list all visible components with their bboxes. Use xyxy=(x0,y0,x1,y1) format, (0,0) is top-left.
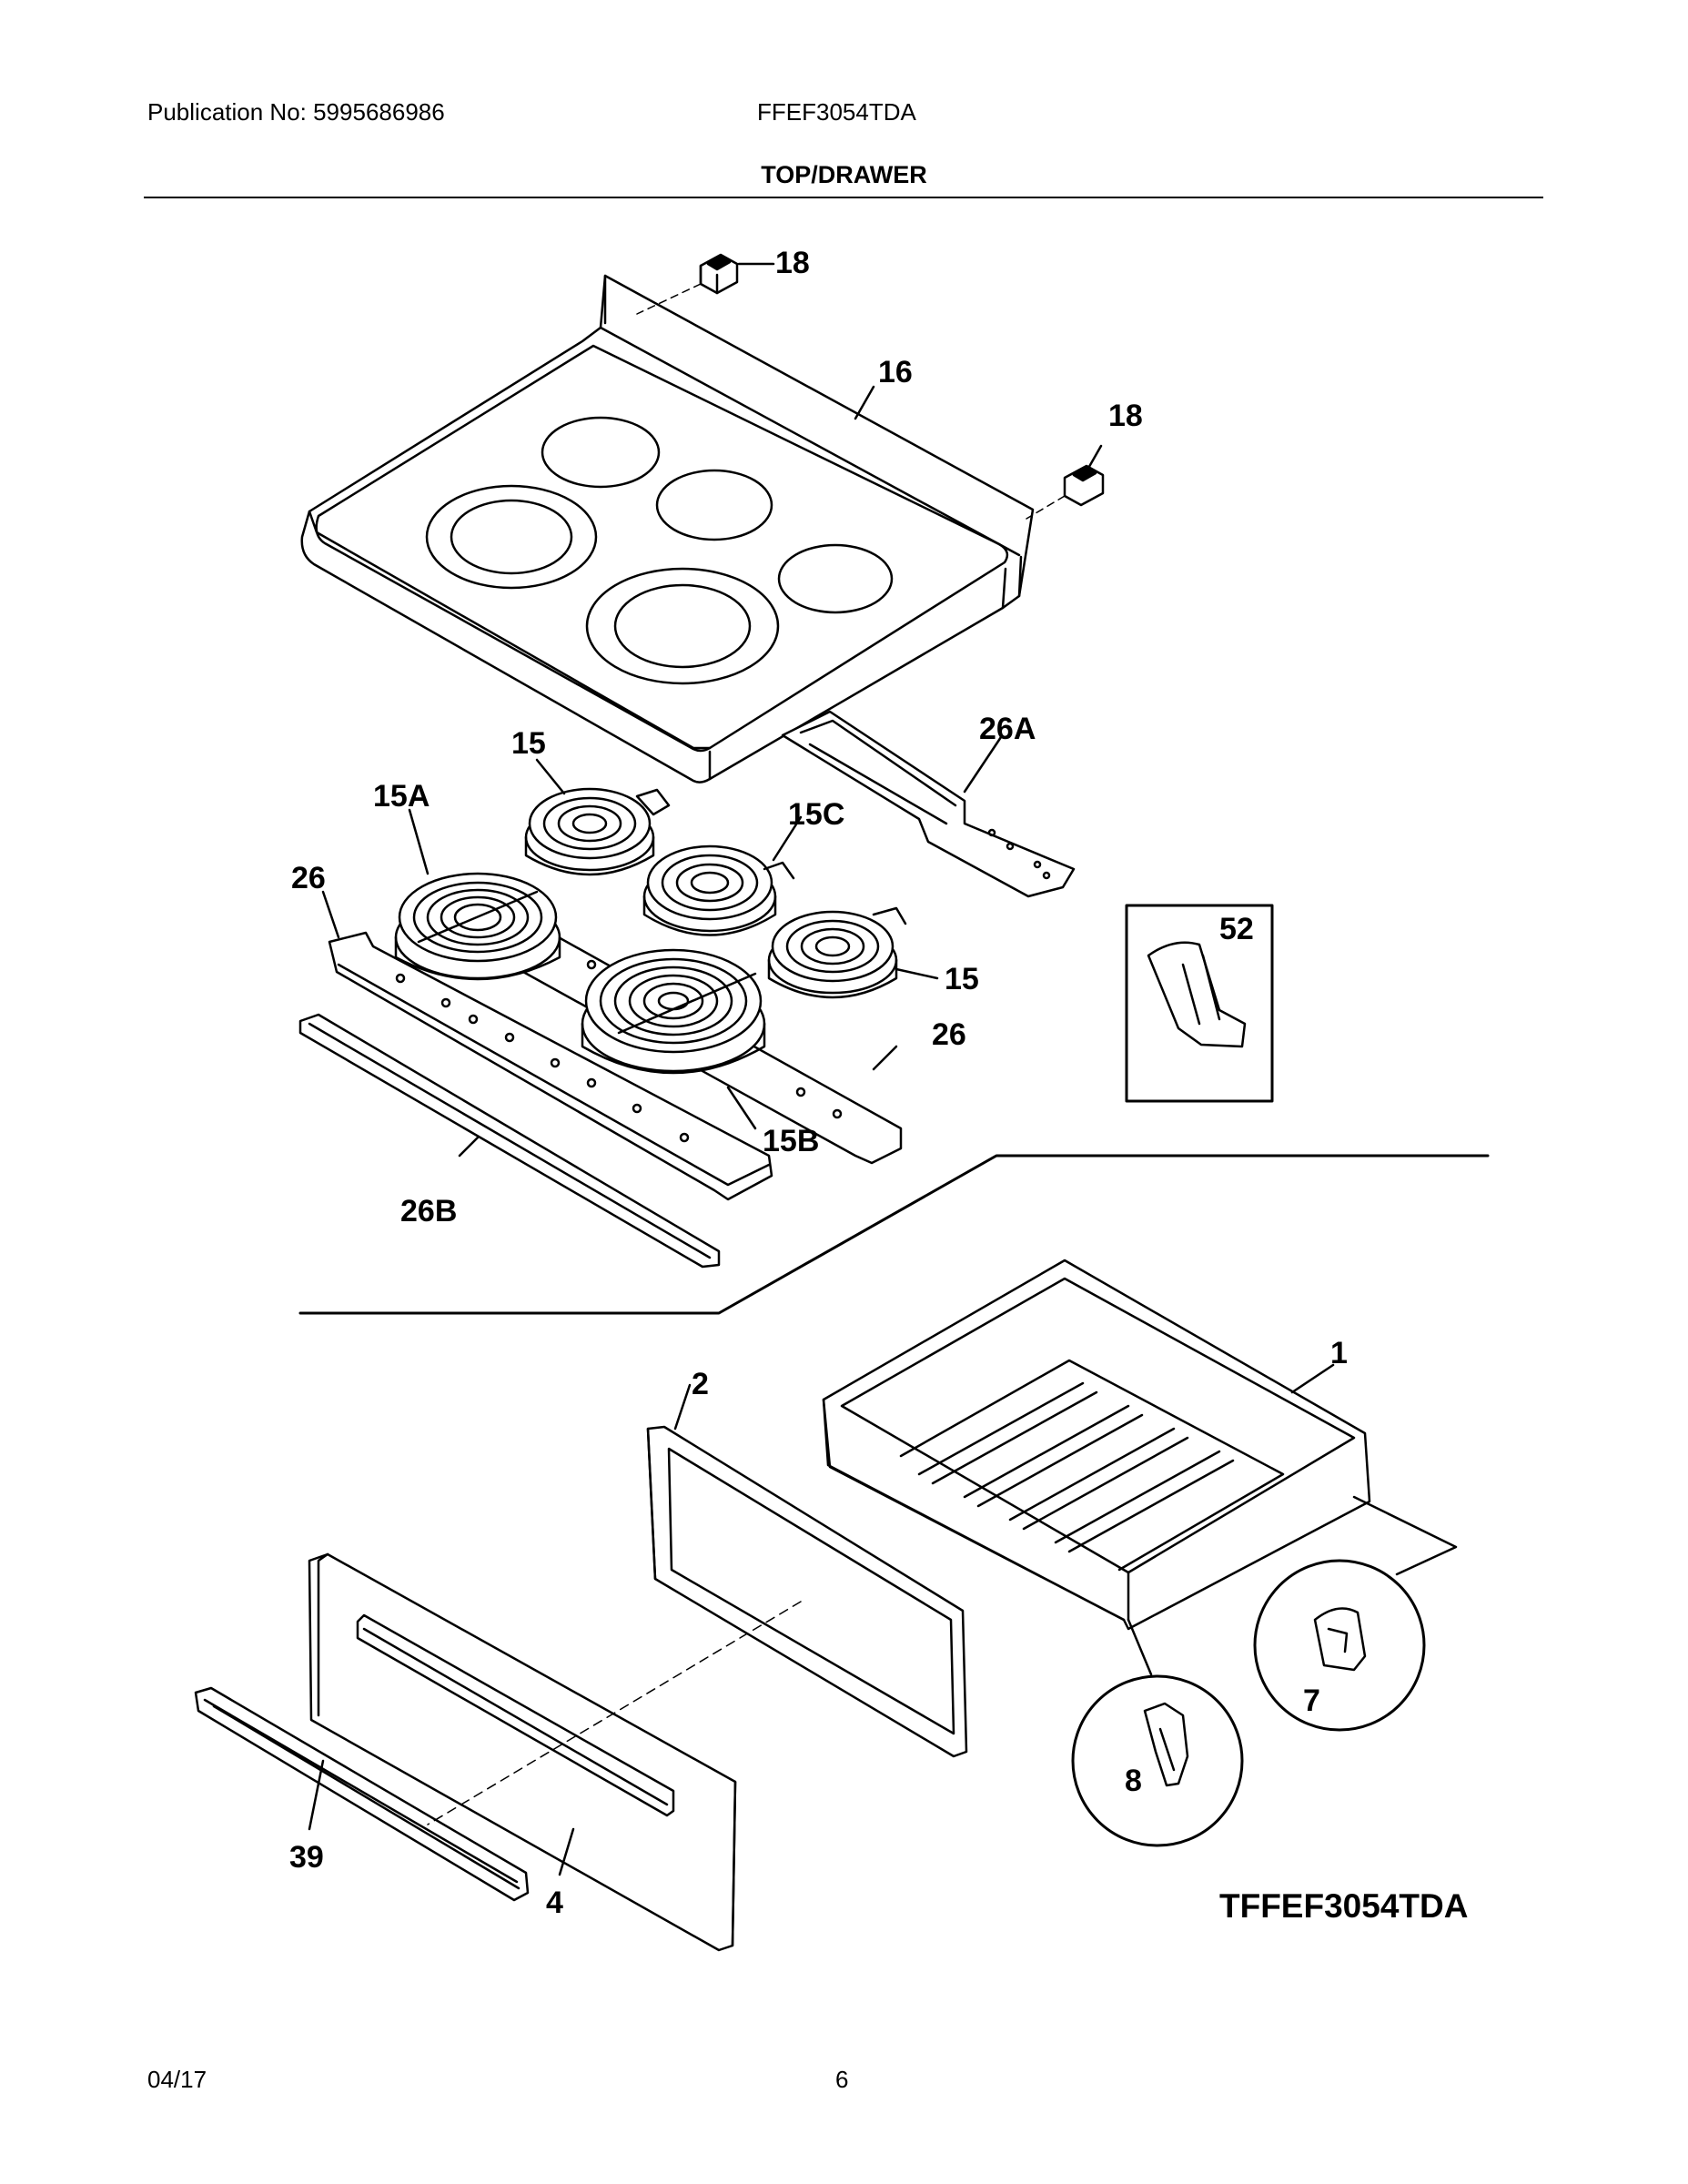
bracket-part-26A xyxy=(781,710,1076,898)
detail-circle-part-7 xyxy=(1253,1559,1426,1732)
inset-part-52 xyxy=(1125,904,1274,1103)
element-part-15B xyxy=(581,948,766,1075)
callout-52: 52 xyxy=(1219,912,1254,946)
drawer-part-1 xyxy=(822,1259,1371,1631)
section-title: TOP/DRAWER xyxy=(761,161,927,188)
footer-date: 04/17 xyxy=(147,2066,207,2093)
element-part-15-rear xyxy=(524,787,671,876)
callout-8: 8 xyxy=(1125,1764,1142,1798)
callout-15-front: 15 xyxy=(945,962,979,996)
element-part-15-front xyxy=(767,906,907,999)
callout-15B: 15B xyxy=(763,1124,819,1158)
callout-16: 16 xyxy=(878,355,913,389)
callout-18-top: 18 xyxy=(775,246,810,280)
callout-2: 2 xyxy=(692,1367,709,1401)
drawer-panel-part-2 xyxy=(646,1425,968,1758)
diagram-identifier: TFFEF3054TDA xyxy=(1219,1887,1469,1925)
bracket-part-26-left xyxy=(328,931,773,1201)
handle-part-39 xyxy=(194,1686,530,1902)
callout-26B: 26B xyxy=(400,1194,457,1228)
cooktop-part-16 xyxy=(300,274,1035,784)
callout-26-left: 26 xyxy=(291,861,326,895)
element-part-15A xyxy=(394,872,561,981)
callout-26A: 26A xyxy=(979,712,1036,746)
trim-part-26B xyxy=(298,1013,721,1269)
model-number: FFEF3054TDA xyxy=(757,98,916,126)
publication-number: Publication No: 5995686986 xyxy=(147,98,445,126)
callout-18-right: 18 xyxy=(1108,399,1143,433)
detail-circle-part-8 xyxy=(1071,1674,1244,1847)
callout-15A: 15A xyxy=(373,779,430,814)
bracket-part-18-top xyxy=(699,253,739,295)
bracket-part-18-right xyxy=(1063,464,1105,507)
element-part-15C xyxy=(642,844,795,936)
callout-4: 4 xyxy=(546,1886,563,1920)
callout-39: 39 xyxy=(289,1840,324,1875)
callout-15-rear: 15 xyxy=(511,726,546,761)
callout-7: 7 xyxy=(1303,1684,1320,1718)
drawer-front-part-4 xyxy=(308,1552,737,1952)
callout-15C: 15C xyxy=(788,797,844,832)
callout-26-right: 26 xyxy=(932,1017,966,1052)
page-number: 6 xyxy=(835,2066,849,2093)
callout-1: 1 xyxy=(1330,1336,1348,1370)
header-rule xyxy=(144,197,1543,198)
